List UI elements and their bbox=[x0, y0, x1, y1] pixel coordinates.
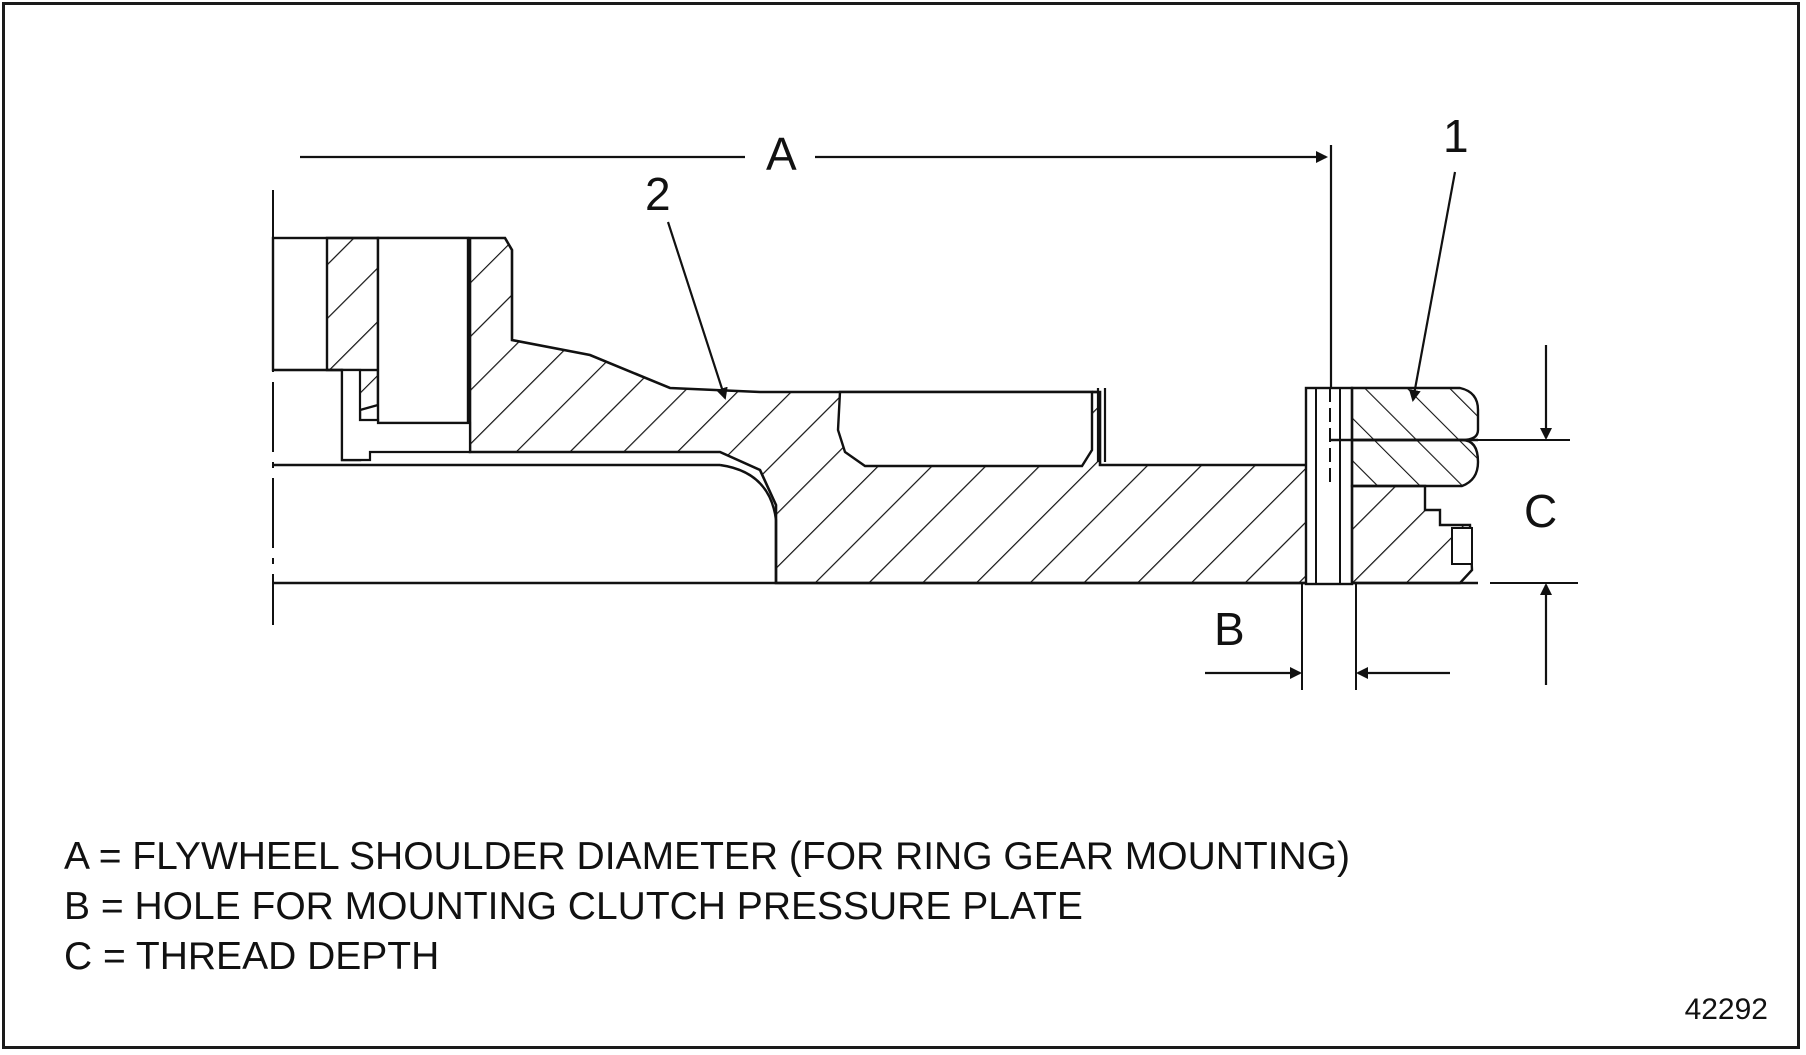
item-2-leader bbox=[666, 221, 728, 400]
legend-line-c: C = THREAD DEPTH bbox=[64, 935, 440, 978]
item-1-leader bbox=[1408, 171, 1457, 402]
dimension-b bbox=[1205, 583, 1450, 690]
dimension-a-label: A bbox=[766, 128, 797, 180]
dimension-a bbox=[300, 145, 1333, 388]
dimension-c-label: C bbox=[1524, 485, 1557, 537]
legend: A = FLYWHEEL SHOULDER DIAMETER (FOR RING… bbox=[64, 832, 1350, 982]
figure-number: 42292 bbox=[1684, 993, 1768, 1026]
mounting-hole-section bbox=[1304, 386, 1354, 586]
item-1-label: 1 bbox=[1443, 110, 1469, 162]
hub-section bbox=[271, 236, 778, 583]
flywheel-body-section bbox=[468, 236, 1348, 585]
legend-line-a: A = FLYWHEEL SHOULDER DIAMETER (FOR RING… bbox=[64, 835, 1351, 878]
item-2-label: 2 bbox=[645, 168, 671, 220]
legend-line-b: B = HOLE FOR MOUNTING CLUTCH PRESSURE PL… bbox=[64, 885, 1083, 928]
ring-gear-section bbox=[1330, 386, 1570, 585]
dimension-b-label: B bbox=[1214, 603, 1245, 655]
dimension-c bbox=[1490, 345, 1578, 685]
